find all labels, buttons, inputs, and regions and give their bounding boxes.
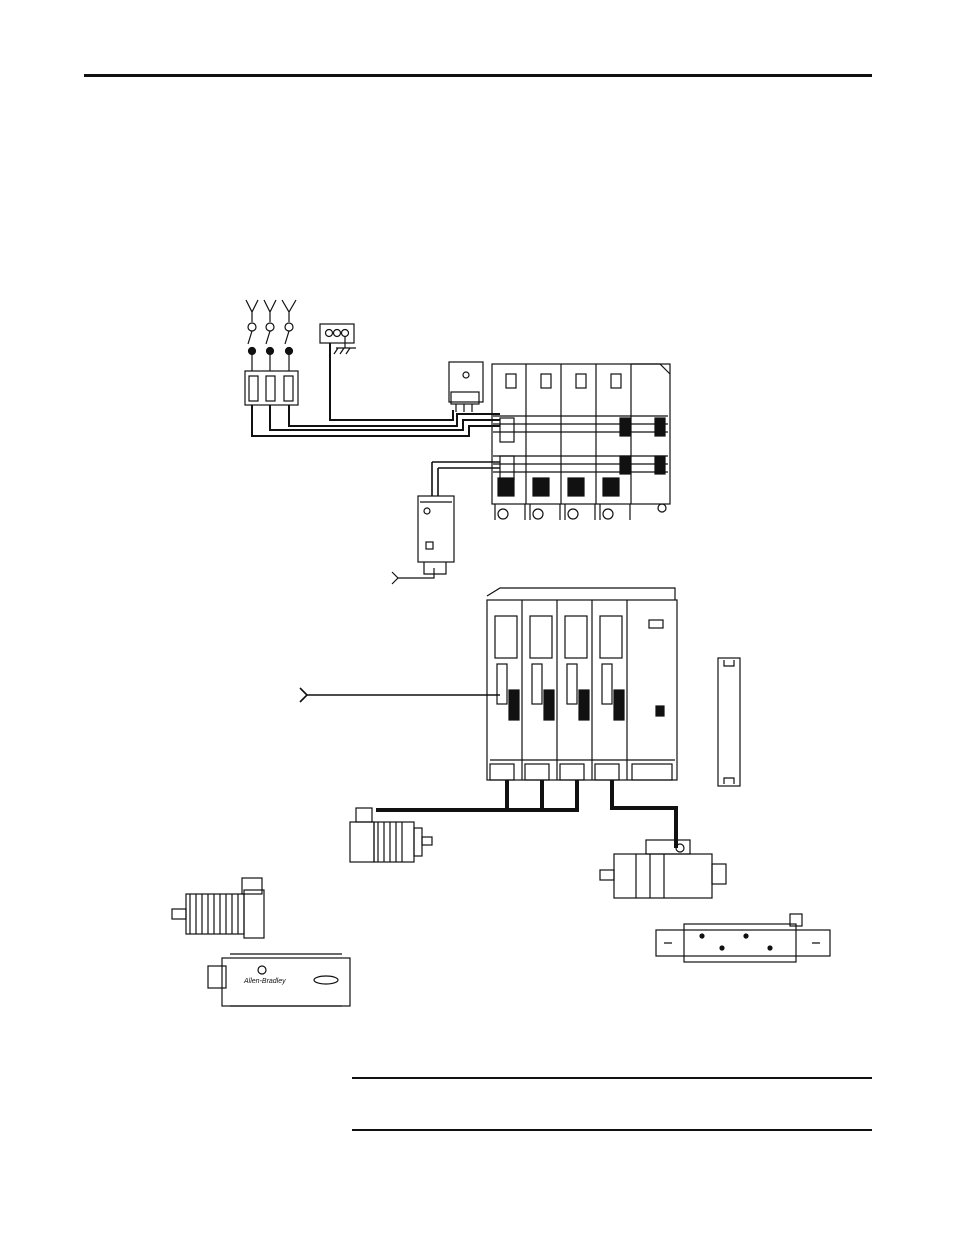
ac-line-input-icon (246, 300, 296, 331)
power-supply-24v-icon (418, 462, 500, 574)
note-rule-top (352, 1077, 872, 1079)
circuit-breaker-icon (245, 331, 298, 405)
linear-actuator-icon (600, 840, 726, 898)
shunt-module-icon (449, 362, 483, 412)
control-power-arrow (392, 568, 434, 584)
ground-terminal-icon (320, 324, 356, 354)
servo-drive-system-lower (487, 588, 677, 780)
rotary-motor-icon (350, 808, 432, 862)
servo-drive-system-icon (492, 364, 670, 520)
linear-stage-icon (656, 914, 830, 962)
rotary-motor-left-icon (172, 878, 264, 938)
external-shunt-icon (718, 658, 740, 786)
motor-cables (376, 780, 676, 848)
motor-logo-text: Allen-Bradley (243, 978, 286, 985)
note-rule-bottom (352, 1129, 872, 1131)
ethernet-line-icon (300, 688, 500, 702)
